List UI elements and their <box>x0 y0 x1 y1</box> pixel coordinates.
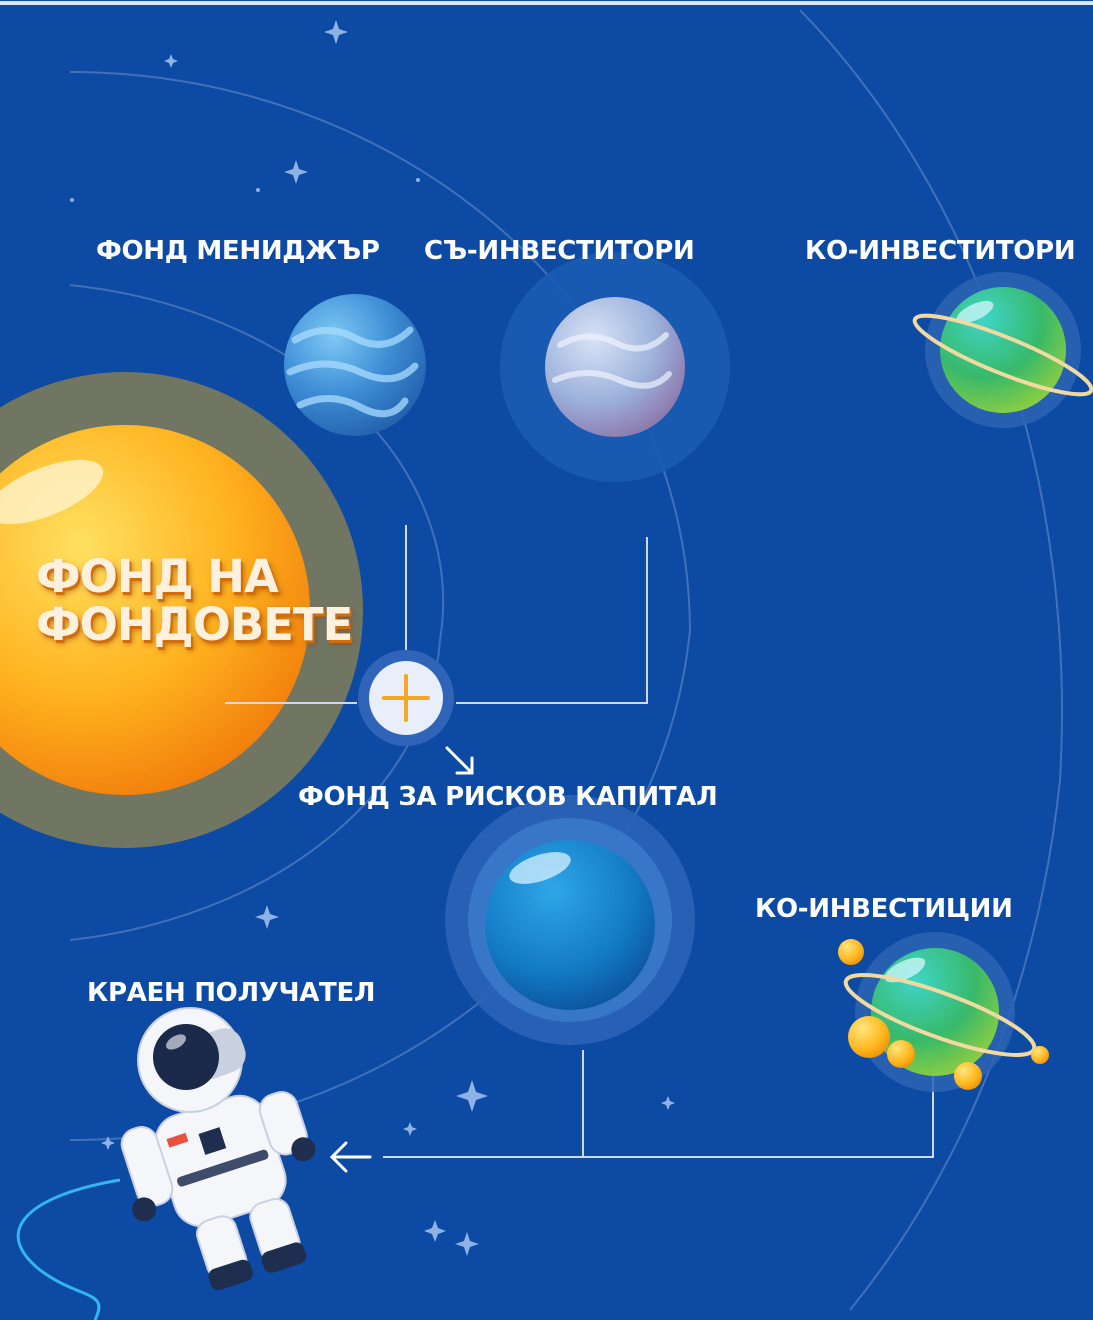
star-icon <box>456 1080 488 1112</box>
orbit-ring-middle <box>69 71 692 1142</box>
star-icon <box>255 905 279 929</box>
co-investments-label: КО-ИНВЕСТИЦИИ <box>755 894 1013 924</box>
fund-of-funds-title: ФОНД НА ФОНДОВЕТЕ <box>36 553 376 649</box>
planet-ring <box>912 313 1093 397</box>
star-dot-icon <box>70 198 74 202</box>
plus-node <box>358 650 454 746</box>
orbit-rings <box>69 9 1063 1311</box>
moon-icon <box>848 1016 890 1058</box>
final-recipient-label: КРАЕН ПОЛУЧАТЕЛ <box>87 978 376 1008</box>
planet-body <box>545 297 685 437</box>
title-line-2: ФОНДОВЕТЕ <box>36 598 353 651</box>
tether-cord <box>16 1178 121 1320</box>
planet-body <box>940 287 1066 413</box>
star-dot-icon <box>416 178 420 182</box>
star-icon <box>455 1232 479 1256</box>
star-icon <box>324 20 348 44</box>
star-icon <box>403 1122 417 1136</box>
co-investors-planet <box>500 252 730 482</box>
vc-fund-label: ФОНД ЗА РИСКОВ КАПИТАЛ <box>298 782 718 812</box>
moon-icon <box>838 939 864 965</box>
vc-to-recipient-connector <box>383 1050 584 1158</box>
visor <box>153 1024 219 1090</box>
orbit-ring-inner <box>69 284 445 941</box>
arrow-left-icon <box>329 1141 372 1173</box>
star-icon <box>424 1220 446 1242</box>
ko-investors-label: КО-ИНВЕСТИТОРИ <box>805 236 1076 266</box>
star-icon <box>661 1096 675 1110</box>
arrow-down-right-icon <box>445 746 474 775</box>
fund-manager-planet <box>284 294 426 436</box>
ko-investors-planet <box>912 272 1093 428</box>
co-investments-planet <box>838 932 1049 1092</box>
coinvestment-connector <box>583 1062 934 1158</box>
moon-icon <box>887 1040 915 1068</box>
plus-icon <box>382 674 430 722</box>
connector-lines <box>225 525 934 1158</box>
star-icon <box>101 1136 115 1150</box>
title-line-1: ФОНД НА <box>36 550 279 603</box>
stars <box>70 20 675 1256</box>
sun-highlight <box>0 459 104 525</box>
moon-icon <box>954 1062 982 1090</box>
orbit-ring-outer <box>799 9 1063 1311</box>
coinvestors-connector <box>456 537 648 704</box>
astronaut-icon <box>16 1007 316 1320</box>
moon-icon <box>1031 1046 1049 1064</box>
fund-manager-label: ФОНД МЕНИДЖЪР <box>96 236 380 266</box>
vc-fund-planet <box>445 795 695 1045</box>
star-icon <box>284 160 308 184</box>
planet-body <box>485 840 655 1010</box>
co-investors-label: СЪ-ИНВЕСТИТОРИ <box>424 236 695 266</box>
star-dot-icon <box>256 188 260 192</box>
star-icon <box>164 54 178 68</box>
